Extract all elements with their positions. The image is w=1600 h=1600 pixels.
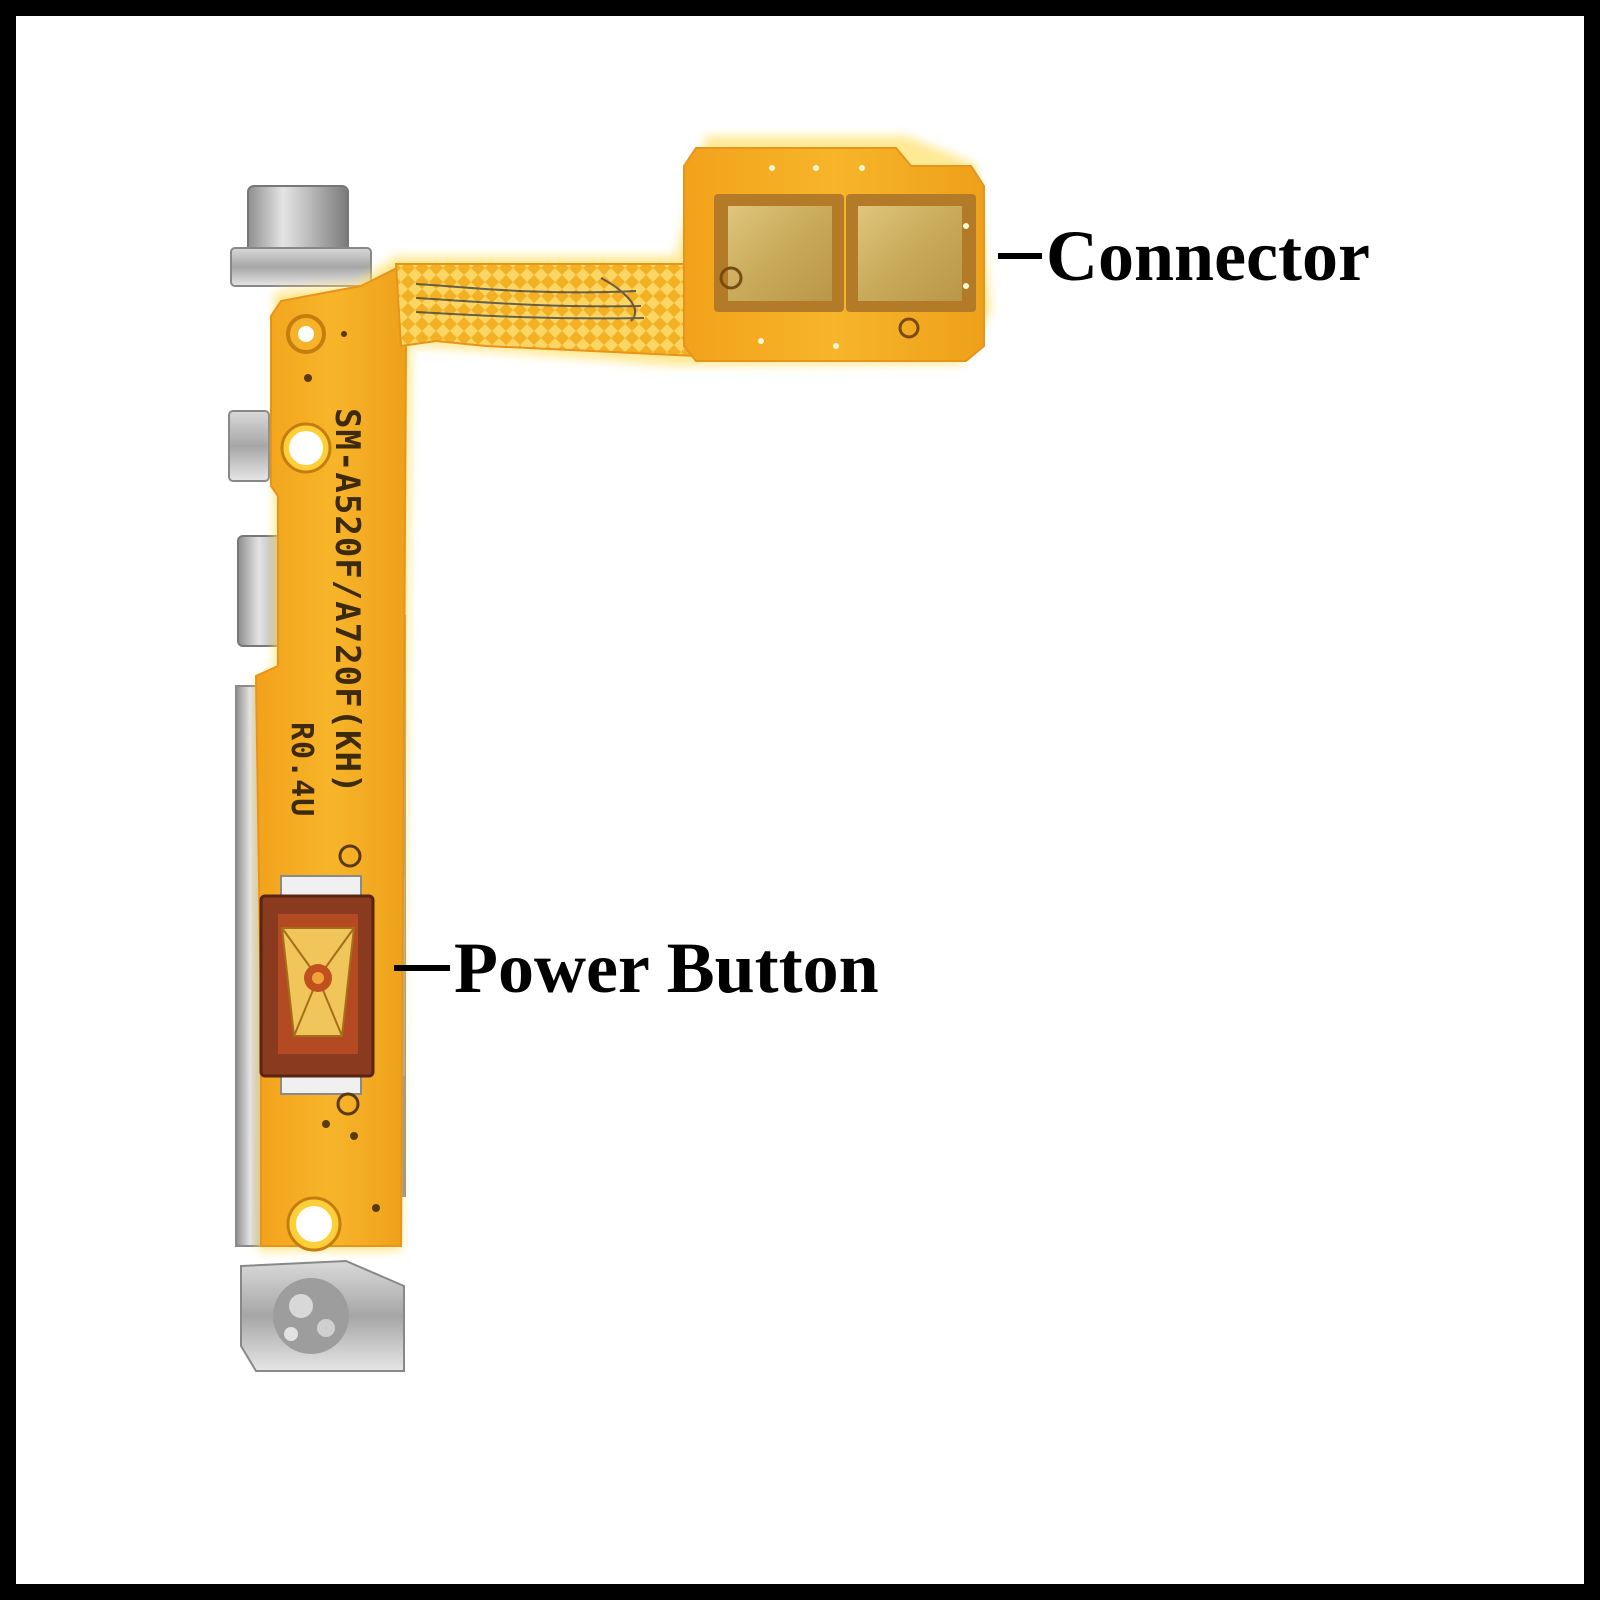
connector-leader-line: [998, 253, 1042, 259]
connector-pads: [714, 194, 976, 312]
flex-ribbon: [394, 263, 698, 358]
connector-label: Connector: [1046, 216, 1370, 296]
power-button-callout: Power Button: [394, 932, 879, 1004]
mounting-hole-top: [286, 314, 326, 354]
pcb-printed-marking: SM-A520F/A720F(KH) R0.4U: [284, 408, 367, 817]
power-button-switch: [259, 875, 375, 1095]
svg-text:SM-A520F/A720F(KH): SM-A520F/A720F(KH): [327, 408, 367, 794]
flex-cable-photo: SM-A520F/A720F(KH) R0.4U: [228, 136, 991, 1372]
power-button-leader-line: [394, 965, 450, 971]
mounting-hole-mid: [280, 422, 332, 474]
image-canvas: SM-A520F/A720F(KH) R0.4U Connector: [16, 16, 1584, 1584]
metal-bracket-top: [230, 185, 372, 287]
power-button-label: Power Button: [454, 928, 879, 1008]
mounting-hole-bottom: [286, 1196, 342, 1252]
connector-callout: Connector: [998, 220, 1370, 292]
metal-bracket-bottom: [240, 1259, 405, 1372]
svg-text:R0.4U: R0.4U: [284, 722, 319, 817]
